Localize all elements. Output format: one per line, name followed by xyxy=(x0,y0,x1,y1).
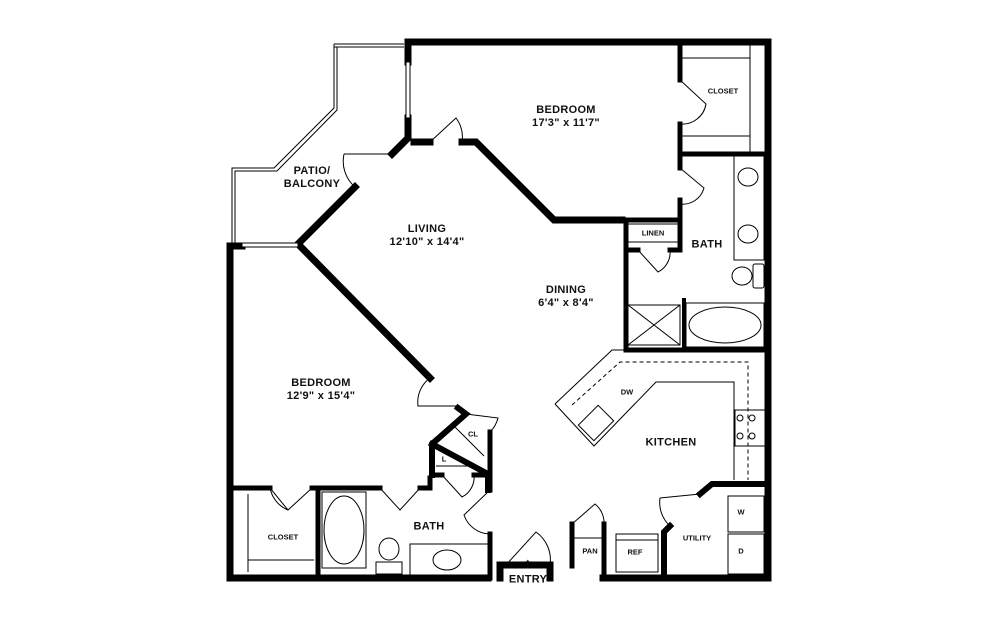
fixtures xyxy=(247,44,766,577)
room-name: PATIO/ xyxy=(293,164,331,177)
pan-label: PAN xyxy=(582,546,598,556)
up-arrow-icon: ↑ xyxy=(524,554,532,571)
room-dims: 12'9" x 15'4" xyxy=(286,390,356,402)
room-name: DINING xyxy=(545,283,587,296)
bedroom-2-label: BEDROOM 12'9" x 15'4" xyxy=(287,377,356,403)
entry-label: ENTRY xyxy=(508,573,548,586)
l-label: L xyxy=(441,454,447,464)
washer-label: W xyxy=(737,507,745,517)
cl-label: CL xyxy=(468,429,478,439)
bath-2-label: BATH xyxy=(413,520,445,533)
room-dims: 12'10" x 14'4" xyxy=(389,236,465,248)
linen-label: LINEN xyxy=(641,228,665,238)
bath-1-label: BATH xyxy=(691,238,723,251)
dw-label: DW xyxy=(620,387,634,397)
kitchen-label: KITCHEN xyxy=(645,436,697,449)
room-name: BEDROOM xyxy=(291,376,351,389)
patio-label: PATIO/ BALCONY xyxy=(284,165,341,191)
doors xyxy=(269,79,707,566)
room-dims: 6'4" x 8'4" xyxy=(538,297,594,309)
dryer-label: D xyxy=(738,546,744,556)
bedroom-1-label: BEDROOM 17'3" x 11'7" xyxy=(532,104,600,130)
room-name: BEDROOM xyxy=(536,103,596,116)
living-label: LIVING 12'10" x 14'4" xyxy=(390,223,465,249)
room-dims: 17'3" x 11'7" xyxy=(532,117,600,129)
dining-label: DINING 6'4" x 8'4" xyxy=(538,284,594,310)
walls xyxy=(226,38,772,582)
ref-label: REF xyxy=(627,547,643,557)
patio-railing xyxy=(231,43,411,248)
room-name: LIVING xyxy=(407,222,447,235)
closet-1-label: CLOSET xyxy=(707,86,739,96)
utility-label: UTILITY xyxy=(682,533,712,543)
closet-2-label: CLOSET xyxy=(267,532,299,542)
room-name-2: BALCONY xyxy=(283,178,341,190)
